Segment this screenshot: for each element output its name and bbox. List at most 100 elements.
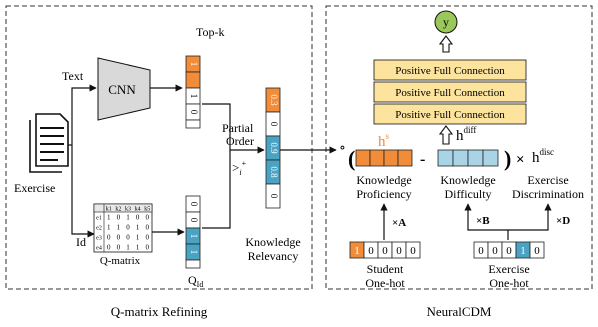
- topk-value-4: 0: [189, 110, 199, 115]
- qmatrix-row-header: e1: [96, 216, 102, 222]
- qmatrix-cell: 0: [145, 244, 149, 252]
- times-operator: ×: [516, 152, 525, 168]
- cnn-label: CNN: [108, 82, 136, 97]
- qmatrix-col-header: k1: [106, 207, 112, 213]
- relevancy-label-line2: Relevancy: [248, 249, 299, 263]
- difficulty-caption-line2: Difficulty: [444, 187, 491, 201]
- exercise-document-icon: [29, 113, 69, 173]
- difficulty-caption-line1: Knowledge: [440, 173, 495, 187]
- id-branch-arrow: [71, 160, 95, 238]
- qmatrix-cell: 0: [145, 234, 149, 242]
- qmatrix-col-header: k5: [144, 207, 150, 213]
- exercise-to-difficulty-arrow: [464, 203, 509, 240]
- qmatrix-row-header: e4: [96, 246, 102, 252]
- partial-order-line1: Partial: [222, 121, 254, 135]
- qmatrix-cell: 0: [107, 244, 111, 252]
- topk-cell-2: [185, 71, 201, 89]
- discrimination-caption-line2: Discrimination: [512, 187, 584, 201]
- topk-cell-5: [185, 119, 201, 129]
- exercise-cell-5: [529, 241, 545, 259]
- qid-value-4: 1: [189, 250, 199, 255]
- qmatrix-cell: 1: [136, 234, 140, 242]
- id-label: Id: [76, 235, 86, 249]
- qmatrix-row-header: e3: [96, 236, 102, 242]
- proficiency-caption-line1: Knowledge: [356, 173, 411, 187]
- difficulty-cell-3: [467, 149, 484, 167]
- discrimination-caption-line1: Exercise: [527, 173, 568, 187]
- relevancy-value-1: 0.3: [269, 94, 279, 106]
- proficiency-cell-4: [397, 149, 413, 167]
- fc-stack: Positive Full Connection Positive Full C…: [373, 59, 527, 125]
- qid-label: QId: [188, 273, 203, 289]
- qmatrix-cell: 0: [136, 214, 140, 222]
- qmatrix-cell: 1: [126, 244, 130, 252]
- multiplier-b: ×B: [476, 215, 490, 227]
- fc-layer-3-label: Positive Full Connection: [395, 109, 505, 121]
- relevancy-value-4: 0.8: [269, 166, 279, 178]
- fc-to-y-arrow: [438, 35, 454, 53]
- difficulty-cell-4: [482, 149, 499, 167]
- fc-layer-1: [373, 59, 527, 81]
- exercise-value-3: 0: [506, 245, 512, 257]
- qmatrix-cell: 1: [136, 244, 140, 252]
- topk-value-3: 1: [189, 94, 199, 99]
- qmatrix-cell: 0: [117, 234, 121, 242]
- output-y-node: [434, 10, 458, 34]
- q-matrix-refining-panel: [5, 5, 313, 290]
- multiplier-d: ×D: [556, 215, 570, 227]
- difficulty-cell-2: [452, 149, 469, 167]
- qmatrix-cell: 0: [126, 224, 130, 232]
- relevancy-value-3: 0.9: [269, 142, 279, 154]
- text-branch-arrow: [71, 84, 97, 130]
- proficiency-cell-1: [355, 149, 371, 167]
- exercise-onehot-vector: 0 0 0 1 0: [473, 241, 545, 259]
- qid-merge-arrow: [202, 150, 231, 229]
- qid-value-2: 0: [189, 218, 199, 223]
- hs-label: hs: [378, 131, 390, 150]
- qmatrix-cell: 1: [136, 224, 140, 232]
- cnn-block: [97, 57, 151, 121]
- relevancy-label-line1: Knowledge: [245, 235, 300, 249]
- qmatrix-cell: 1: [107, 224, 111, 232]
- close-paren: ): [504, 146, 511, 171]
- student-caption-line2: One-hot: [365, 276, 405, 290]
- qid-vector: 0 0 1 1: [185, 195, 201, 269]
- compose-operator: ∘: [339, 141, 346, 156]
- student-value-1: 1: [354, 245, 360, 257]
- proficiency-vector: [355, 149, 413, 167]
- hdisc-label: hdisc: [532, 147, 554, 166]
- student-value-3: 0: [382, 245, 388, 257]
- qmatrix-cell: 1: [107, 214, 111, 222]
- left-panel-title: Q-matrix Refining: [111, 304, 208, 319]
- qmatrix-col-header: k3: [125, 207, 131, 213]
- qmatrix-cell: 0: [117, 244, 121, 252]
- open-paren: (: [348, 146, 355, 171]
- relevancy-vector: 0.3 0 0.9 0.8 0: [265, 87, 281, 209]
- student-onehot-vector: 1 0 0 0 0: [349, 241, 421, 259]
- relevancy-cell-5: [265, 183, 281, 209]
- difficulty-vector: [437, 149, 499, 167]
- topk-value-1: 1: [189, 62, 199, 67]
- qmatrix-row-header: e2: [96, 226, 102, 232]
- right-panel-title: NeuralCDM: [427, 304, 492, 319]
- qmatrix-cell: 0: [107, 234, 111, 242]
- topk-label: Top-k: [196, 25, 225, 39]
- qid-value-1: 0: [189, 202, 199, 207]
- output-y-label: y: [443, 15, 449, 29]
- exercise-value-4: 1: [520, 245, 526, 257]
- student-cell-5: [405, 241, 421, 259]
- exercise-label: Exercise: [14, 181, 55, 195]
- qmatrix-cell: 0: [145, 214, 149, 222]
- qmatrix-cell: 0: [126, 234, 130, 242]
- qid-cell-5: [185, 259, 201, 269]
- qmatrix-col-header: k2: [115, 207, 121, 213]
- student-value-2: 0: [368, 245, 374, 257]
- proficiency-caption-line2: Proficiency: [356, 187, 411, 201]
- proficiency-cell-3: [383, 149, 399, 167]
- expression-to-fc-arrow: [438, 125, 454, 145]
- multiplier-a: ×A: [392, 217, 406, 229]
- exercise-value-5: 0: [534, 245, 540, 257]
- qmatrix-cell: 1: [117, 224, 121, 232]
